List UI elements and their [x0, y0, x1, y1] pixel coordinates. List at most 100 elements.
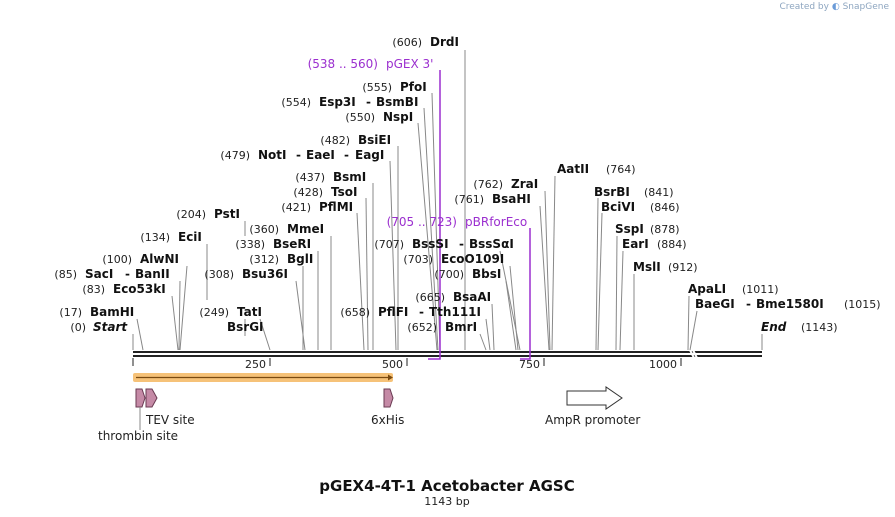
- scale-ticks: 250 500 750 1000: [132, 358, 682, 371]
- site-bgli[interactable]: (312)BglI: [249, 252, 313, 266]
- snapgene-logo-icon: ◐: [831, 2, 840, 12]
- site-msli[interactable]: MslI (912): [633, 260, 698, 274]
- site-bsu36i-name: Bsu36I: [242, 267, 288, 281]
- site-drdi[interactable]: (606)DrdI: [392, 35, 459, 49]
- site-pfoi-pos: (555): [362, 81, 392, 94]
- primer-pgex3-range: (538 .. 560): [308, 57, 378, 71]
- site-aatii[interactable]: AatII(764): [557, 162, 636, 176]
- site-drdi-name: DrdI: [430, 35, 459, 49]
- site-esp3i[interactable]: (554)Esp3I-BsmBI: [281, 95, 418, 109]
- start-marker: (0)Start: [70, 320, 128, 334]
- site-bmri[interactable]: (652) BmrI: [407, 320, 477, 334]
- site-bsrbi-name: BsrBI: [594, 185, 630, 199]
- site-saci[interactable]: (85)SacI-BanII: [54, 267, 169, 281]
- site-bbsi[interactable]: (700)BbsI: [434, 267, 501, 281]
- map-length: 1143 bp: [424, 495, 469, 508]
- site-banii-name: BanII: [135, 267, 170, 281]
- site-mmei-name: MmeI: [287, 222, 324, 236]
- site-alwni-name: AlwNI: [140, 252, 179, 266]
- site-bsiei[interactable]: (482)BsiEI: [320, 133, 391, 147]
- site-zrai[interactable]: (762)ZraI: [473, 177, 538, 191]
- site-tsoi[interactable]: (428)TsoI: [293, 185, 357, 199]
- tick-label-750: 750: [519, 358, 540, 371]
- site-ecii-pos: (134): [140, 231, 170, 244]
- site-bsahi-name: BsaHI: [492, 192, 531, 206]
- site-bseri[interactable]: (338)BseRI: [235, 237, 311, 251]
- site-eari[interactable]: EarI(884): [622, 237, 687, 251]
- site-msli-pos: (912): [668, 261, 698, 274]
- site-baegi[interactable]: BaeGI-Bme1580I(1015): [695, 297, 881, 311]
- site-bamhi-pos: (17): [59, 306, 82, 319]
- site-bsssi[interactable]: (707)BssSI-BssSαI: [374, 237, 513, 251]
- site-bmri-name: BmrI: [445, 320, 477, 334]
- site-baegi-pos: (1015): [844, 298, 881, 311]
- primer-pbrforeco[interactable]: (705 .. 723) pBRforEco: [387, 215, 531, 360]
- site-nspi-name: NspI: [383, 110, 413, 124]
- dash-sep: -: [459, 237, 464, 251]
- site-eco53ki-pos: (83): [82, 283, 105, 296]
- site-apali-pos: (1011): [742, 283, 779, 296]
- orf-bar[interactable]: [133, 373, 393, 382]
- site-psti[interactable]: (204)PstI: [176, 207, 240, 221]
- site-bsrgi[interactable]: BsrGI: [227, 320, 264, 334]
- primer-pgex3-name: pGEX 3': [386, 57, 433, 71]
- site-tati-name: TatI: [237, 305, 262, 319]
- site-bsaai[interactable]: (665)BsaAI: [415, 290, 491, 304]
- tick-label-500: 500: [382, 358, 403, 371]
- feature-thrombin-site[interactable]: thrombin site: [98, 388, 178, 443]
- site-pflfi[interactable]: (658)PflFI-Tth111I: [340, 305, 481, 319]
- dash-sep: -: [296, 148, 301, 162]
- site-mmei[interactable]: (360)MmeI: [249, 222, 324, 236]
- feature-ampr-label: AmpR promoter: [545, 413, 640, 427]
- site-apali-name: ApaLI: [688, 282, 726, 296]
- site-bcivi-name: BciVI: [601, 200, 635, 214]
- site-nspi[interactable]: (550)NspI: [345, 110, 413, 124]
- site-alwni[interactable]: (100)AlwNI: [102, 252, 179, 266]
- start-pos: (0): [70, 321, 86, 334]
- site-pfoi[interactable]: (555)PfoI: [362, 80, 426, 94]
- tick-label-1000: 1000: [649, 358, 677, 371]
- feature-ampr-promoter[interactable]: AmpR promoter: [545, 386, 640, 427]
- cut-lines: [132, 50, 763, 351]
- site-tati[interactable]: (249) TatI: [199, 305, 262, 319]
- site-esp3i-name: Esp3I: [319, 95, 356, 109]
- site-bsmi[interactable]: (437)BsmI: [295, 170, 366, 184]
- site-bamhi[interactable]: (17)BamHI: [59, 305, 134, 319]
- site-bbsi-pos: (700): [434, 268, 464, 281]
- site-bsrbi[interactable]: BsrBI(841): [594, 185, 674, 199]
- site-pflmi[interactable]: (421)PflMI: [281, 200, 353, 214]
- site-msli-name: MslI: [633, 260, 661, 274]
- primer-pbrforeco-range: (705 .. 723): [387, 215, 457, 229]
- site-bssssi-name: BssSαI: [469, 237, 514, 251]
- site-ecii[interactable]: (134)EciI: [140, 230, 201, 244]
- site-ecoo109i-pos: (703): [403, 253, 433, 266]
- site-bsu36i[interactable]: (308)Bsu36I: [204, 267, 288, 281]
- feature-6xhis[interactable]: 6xHis: [371, 388, 404, 427]
- site-bsmbi-name: BsmBI: [376, 95, 418, 109]
- site-noti[interactable]: (479)NotI-EaeI-EagI: [220, 148, 384, 162]
- site-bsahi[interactable]: (761) BsaHI: [454, 192, 531, 206]
- site-sspi-pos: (878): [650, 223, 680, 236]
- site-pflfi-name: PflFI: [378, 305, 408, 319]
- dash-sep: -: [366, 95, 371, 109]
- site-aatii-pos: (764): [606, 163, 636, 176]
- site-bsrgi-name: BsrGI: [227, 320, 264, 334]
- feature-tev-site[interactable]: TEV site: [145, 388, 195, 427]
- backbone: [133, 349, 762, 359]
- site-sspi[interactable]: SspI(878): [615, 222, 680, 236]
- site-pflfi-pos: (658): [340, 306, 370, 319]
- site-saci-pos: (85): [54, 268, 77, 281]
- site-bme1580i-name: Bme1580I: [756, 297, 824, 311]
- site-eaei-name: EaeI: [306, 148, 335, 162]
- site-ecoo109i[interactable]: (703)EcoO109I: [403, 252, 504, 266]
- site-bsahi-pos: (761): [454, 193, 484, 206]
- site-bcivi[interactable]: BciVI(846): [601, 200, 680, 214]
- site-noti-name: NotI: [258, 148, 287, 162]
- site-bmri-pos: (652): [407, 321, 437, 334]
- site-eco53ki[interactable]: (83)Eco53kI: [82, 282, 165, 296]
- primer-pgex3[interactable]: (538 .. 560) pGEX 3': [308, 57, 441, 360]
- site-bsaai-pos: (665): [415, 291, 445, 304]
- site-apali[interactable]: ApaLI (1011): [688, 282, 779, 296]
- site-tati-pos: (249): [199, 306, 229, 319]
